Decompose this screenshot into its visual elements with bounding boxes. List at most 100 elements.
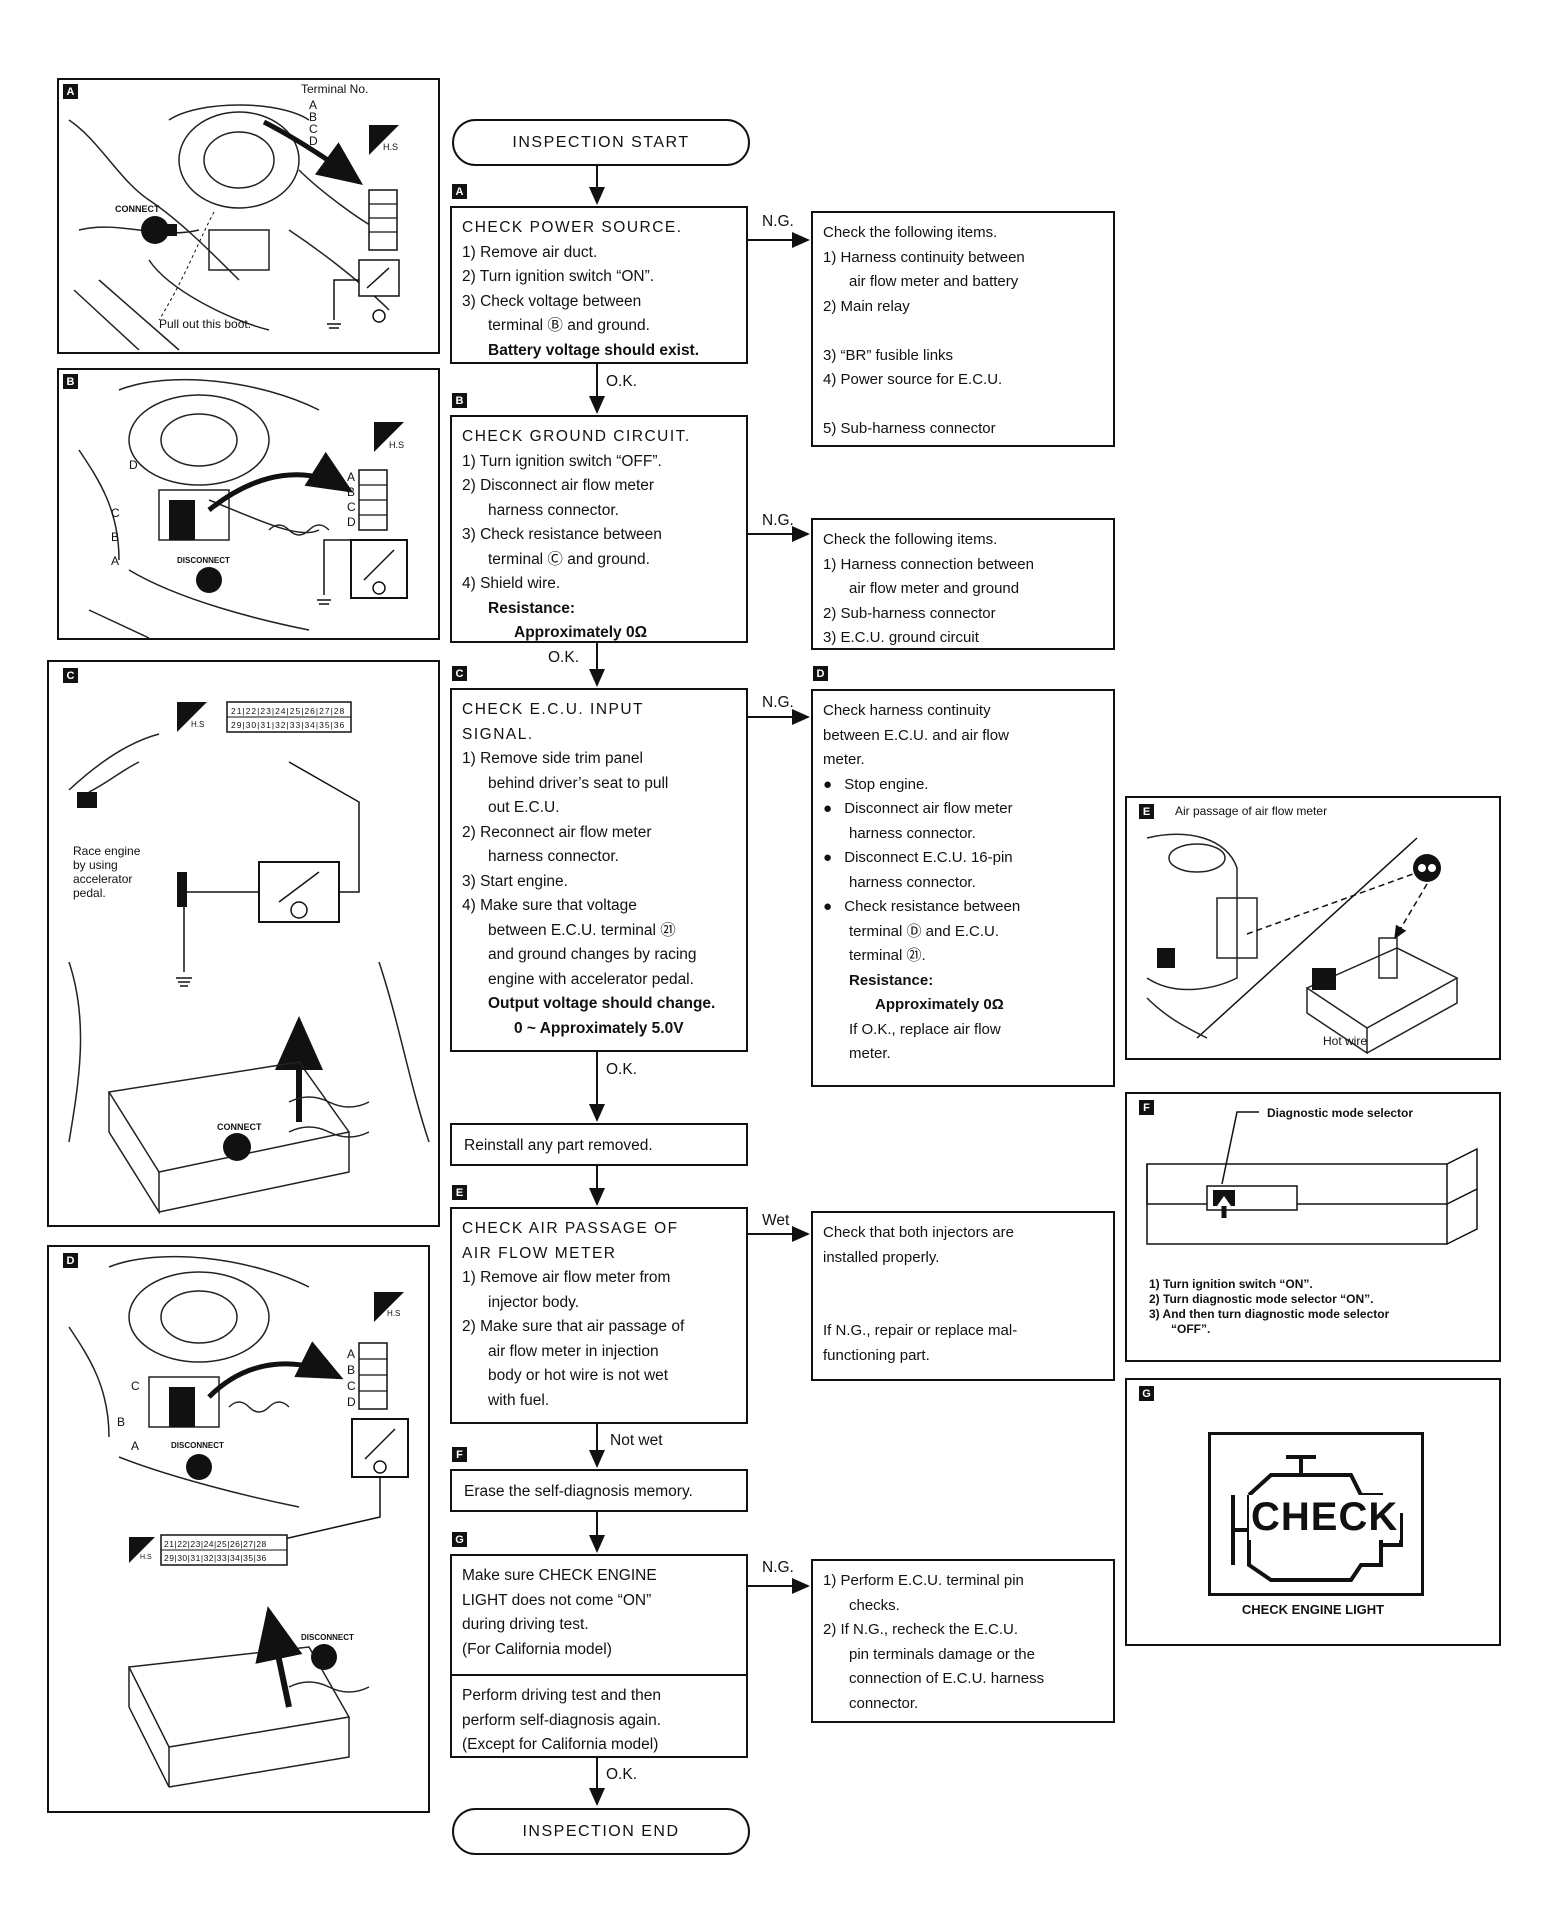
step-b-line: 1) Turn ignition switch “OFF”. [462, 452, 662, 470]
inspection-start: INSPECTION START [452, 119, 750, 166]
step-a-line: 3) Check voltage between [462, 292, 642, 310]
step-c-line: behind driver’s seat to pull [488, 774, 669, 792]
panel-b-letter: A [347, 470, 356, 484]
panel-c-pin-row-bottom: 29|30|31|32|33|34|35|36 [231, 720, 346, 730]
panel-d-letter: A [131, 1439, 140, 1453]
pin: 25 [289, 706, 302, 716]
panel-g-tag: G [1139, 1386, 1154, 1401]
panel-d-harness-illustration: D C B A A B [47, 1245, 430, 1813]
step-a-title: CHECK POWER SOURCE. [462, 219, 683, 236]
side-g-line: checks. [849, 1596, 900, 1614]
panel-a-connect-label: CONNECT [115, 204, 160, 214]
pin: 26 [304, 706, 316, 716]
step-e-wet-label: Wet [762, 1212, 790, 1229]
step-e-line: air flow meter in injection [488, 1342, 659, 1360]
panel-b-callout: D [129, 458, 138, 472]
pin: 21 [164, 1539, 175, 1549]
step-c-result-label: Output voltage should change. [488, 995, 716, 1012]
step-b-ng-label: N.G. [762, 512, 794, 529]
disconnect-plug-icon [196, 567, 222, 593]
panel-a-tag: A [63, 84, 78, 99]
check-text: CHECK [1249, 1495, 1401, 1540]
side-a-item: 4) Power source for E.C.U. [823, 371, 1003, 388]
step-e-line: injector body. [488, 1293, 580, 1311]
terminal-connector-icon [358, 1342, 388, 1410]
panel-d-letter: D [347, 1395, 356, 1409]
magnifier-icon [1413, 854, 1441, 882]
pin: 22 [177, 1539, 188, 1549]
step-b-line: 2) Disconnect air flow meter [462, 477, 655, 494]
step-f-tag: F [452, 1447, 467, 1462]
side-d-bullet: ● Check resistance between [823, 898, 1021, 915]
step-b-ok-label: O.K. [548, 649, 580, 666]
panel-d-letter: B [347, 1363, 356, 1377]
panel-b-letter: D [347, 515, 356, 529]
step-a-line: terminal Ⓑ and ground. [488, 317, 650, 334]
step-e-check-air-passage: CHECK AIR PASSAGE OF AIR FLOW METER 1) R… [450, 1207, 748, 1424]
step-c-line: engine with accelerator pedal. [488, 970, 694, 988]
panel-d-disconnect-label: DISCONNECT [301, 1633, 354, 1642]
step-c-check-ecu-input-signal: CHECK E.C.U. INPUT SIGNAL. 1) Remove sid… [450, 688, 748, 1052]
step-b-tag: B [452, 393, 467, 408]
pin: 26 [229, 1539, 241, 1549]
step-g-tag: G [452, 1532, 467, 1547]
panel-d-hs: H.S [387, 1309, 401, 1318]
pin: 30 [177, 1553, 188, 1563]
step-b-line: 3) Check resistance between [462, 526, 662, 543]
step-c-line: out E.C.U. [488, 799, 560, 816]
step-a-result: Battery voltage should exist. [488, 341, 700, 359]
panel-e-caption: Air passage of air flow meter [1175, 804, 1328, 818]
panel-d-letter: B [117, 1415, 126, 1429]
ecu-unit-illustration [1146, 1111, 1478, 1245]
panel-d-letter: C [131, 1379, 140, 1393]
side-d-bullet-cont: terminal ㉑. [849, 947, 926, 964]
connector-icon [169, 500, 195, 540]
panel-b-callout: A [111, 554, 120, 568]
panel-a-letter: B [309, 110, 318, 124]
step-a-line: 2) Turn ignition switch “ON”. [462, 268, 655, 285]
side-a-item: air flow meter and battery [849, 273, 1019, 290]
side-d-tail: If O.K., replace air flow [849, 1020, 1001, 1038]
step-f-text: Erase the self-diagnosis memory. [464, 1483, 693, 1500]
panel-f-step: 1) Turn ignition switch “ON”. [1149, 1277, 1313, 1291]
panel-d-pin-row-top: 21|22|23|24|25|26|27|28 [164, 1539, 267, 1549]
side-e-line: Check that both injectors are [823, 1224, 1014, 1241]
side-a-check-items: Check the following items. 1) Harness co… [811, 211, 1115, 447]
side-d-check-harness: Check harness continuity between E.C.U. … [811, 689, 1115, 1087]
side-b-item: 1) Harness connection between [823, 555, 1034, 573]
side-g-ecu-pin-checks: 1) Perform E.C.U. terminal pin checks. 2… [811, 1559, 1115, 1723]
side-d-line: meter. [823, 751, 865, 768]
panel-c-tag: C [63, 668, 78, 683]
side-g-line: 1) Perform E.C.U. terminal pin [823, 1572, 1024, 1589]
pin: 23 [260, 706, 272, 716]
side-d-bullet: ● Stop engine. [823, 775, 929, 793]
panel-b-ground-circuit-illustration: B D C B A A B C D H.S DISCONNECT [57, 368, 440, 640]
panel-c-race-text: pedal. [73, 886, 106, 900]
step-c-line: 4) Make sure that voltage [462, 897, 637, 914]
panel-g-check-engine-light-illustration: G CHECK CHECK ENGINE LIGHT [1125, 1378, 1501, 1646]
step-c-ok-label: O.K. [606, 1061, 638, 1078]
panel-a-hs: H.S [383, 142, 399, 152]
side-e-check-injectors: Check that both injectors are installed … [811, 1211, 1115, 1381]
panel-c-pin-row-top: 21|22|23|24|25|26|27|28 [231, 706, 346, 716]
side-b-title: Check the following items. [823, 531, 998, 548]
side-b-item: 3) E.C.U. ground circuit [823, 629, 979, 646]
side-a-item [823, 393, 1103, 418]
panel-e-air-passage-illustration: E Air passage of air flow meter Hot wire [1125, 796, 1501, 1060]
side-a-title: Check the following items. [823, 224, 998, 241]
disconnect-plug-icon [186, 1454, 212, 1480]
step-e-not-wet-label: Not wet [610, 1432, 663, 1449]
panel-d-hs: H.S [140, 1554, 152, 1561]
step-c-tag: C [452, 666, 467, 681]
step-g-line2: (Except for California model) [462, 1736, 659, 1753]
side-d-result-label: Resistance: [849, 971, 934, 989]
step-c-line: harness connector. [488, 848, 619, 865]
side-d-line: Check harness continuity [823, 702, 991, 719]
step-c-line: 3) Start engine. [462, 872, 568, 890]
step-g-line: (For California model) [462, 1640, 612, 1658]
step-b-check-ground-circuit: CHECK GROUND CIRCUIT. 1) Turn ignition s… [450, 415, 748, 643]
step-c-ng-label: N.G. [762, 694, 794, 711]
engine-illustration [68, 104, 400, 351]
step-c-line: 2) Reconnect air flow meter [462, 823, 652, 841]
